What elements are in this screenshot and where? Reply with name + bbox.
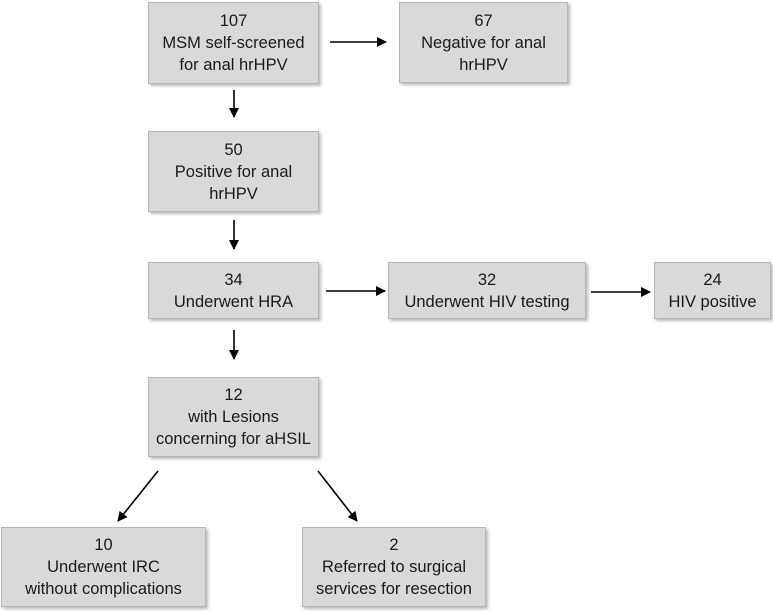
box-hra: 34 Underwent HRA <box>148 262 319 319</box>
surgical-count: 2 <box>389 536 399 554</box>
box-negative: 67 Negative for anal hrHPV <box>399 2 568 83</box>
screened-line-1: MSM self-screened <box>162 34 305 52</box>
hiv-positive-line-1: HIV positive <box>668 292 757 311</box>
box-hiv-testing: 32 Underwent HIV testing <box>388 262 586 319</box>
box-positive: 50 Positive for anal hrHPV <box>148 131 319 212</box>
arrow-lesions-to-irc <box>117 470 159 522</box>
arrow-lesions-to-surgical <box>317 470 358 522</box>
positive-count: 50 <box>224 140 243 159</box>
screened-line-2: for anal hrHPV <box>179 56 288 74</box>
surgical-line-1: Referred to surgical <box>322 558 466 576</box>
hiv-positive-count: 24 <box>703 270 722 289</box>
box-hiv-positive: 24 HIV positive <box>654 262 771 319</box>
box-irc: 10 Underwent IRC without complications <box>1 527 206 607</box>
hra-line-1: Underwent HRA <box>173 292 294 311</box>
negative-count: 67 <box>474 11 493 30</box>
box-surgical: 2 Referred to surgical services for rese… <box>302 527 486 607</box>
irc-line-2: without complications <box>25 580 182 598</box>
positive-line-2: hrHPV <box>209 184 258 203</box>
surgical-line-2: services for resection <box>316 580 472 598</box>
irc-line-1: Underwent IRC <box>47 558 160 576</box>
lesions-count: 12 <box>224 386 243 404</box>
lesions-line-1: with Lesions <box>188 408 279 426</box>
negative-line-2: hrHPV <box>459 55 508 74</box>
hiv-testing-line-1: Underwent HIV testing <box>404 292 570 311</box>
lesions-line-2: concerning for aHSIL <box>155 430 311 448</box>
irc-count: 10 <box>94 536 113 554</box>
hiv-testing-count: 32 <box>477 270 497 289</box>
box-screened: 107 MSM self-screened for anal hrHPV <box>148 2 319 84</box>
positive-line-1: Positive for anal <box>174 162 293 181</box>
box-lesions: 12 with Lesions concerning for aHSIL <box>148 377 319 457</box>
negative-line-1: Negative for anal <box>421 33 546 52</box>
hra-count: 34 <box>224 270 243 289</box>
screened-count: 107 <box>219 12 248 30</box>
